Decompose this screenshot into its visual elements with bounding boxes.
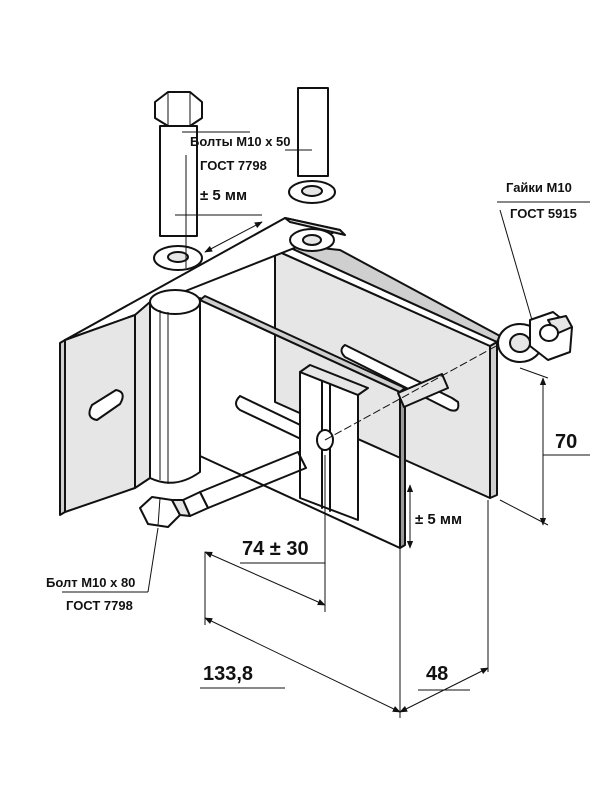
dim-70-label: 70 [555,431,577,453]
bolts-top-label-2: ГОСТ 7798 [200,158,267,173]
nuts-label-2: ГОСТ 5915 [510,206,577,221]
top-bolt-right [288,87,336,252]
dim-length-label: 133,8 [203,663,253,685]
nuts-label-1: Гайки М10 [506,180,572,195]
adjust-side-label: ± 5 мм [415,511,462,528]
bolts-top-label-1: Болты М10 х 50 [190,134,291,149]
dim-slot-label: 74 ± 30 [242,538,309,560]
clamp-block [299,364,369,521]
dimension-lines [200,221,590,718]
adjust-top-label: ± 5 мм [200,187,247,204]
bolt-m10x80 [139,373,449,528]
dim-width-label: 48 [426,663,448,685]
top-bolt-left [153,91,203,271]
left-angle-bracket [59,217,346,516]
leader-lines [62,131,590,593]
bolt-bottom-label-2: ГОСТ 7798 [66,598,133,613]
nut-and-washer [497,311,573,363]
right-plate [274,243,501,499]
bolt-bottom-label-1: Болт М10 х 80 [46,575,135,590]
